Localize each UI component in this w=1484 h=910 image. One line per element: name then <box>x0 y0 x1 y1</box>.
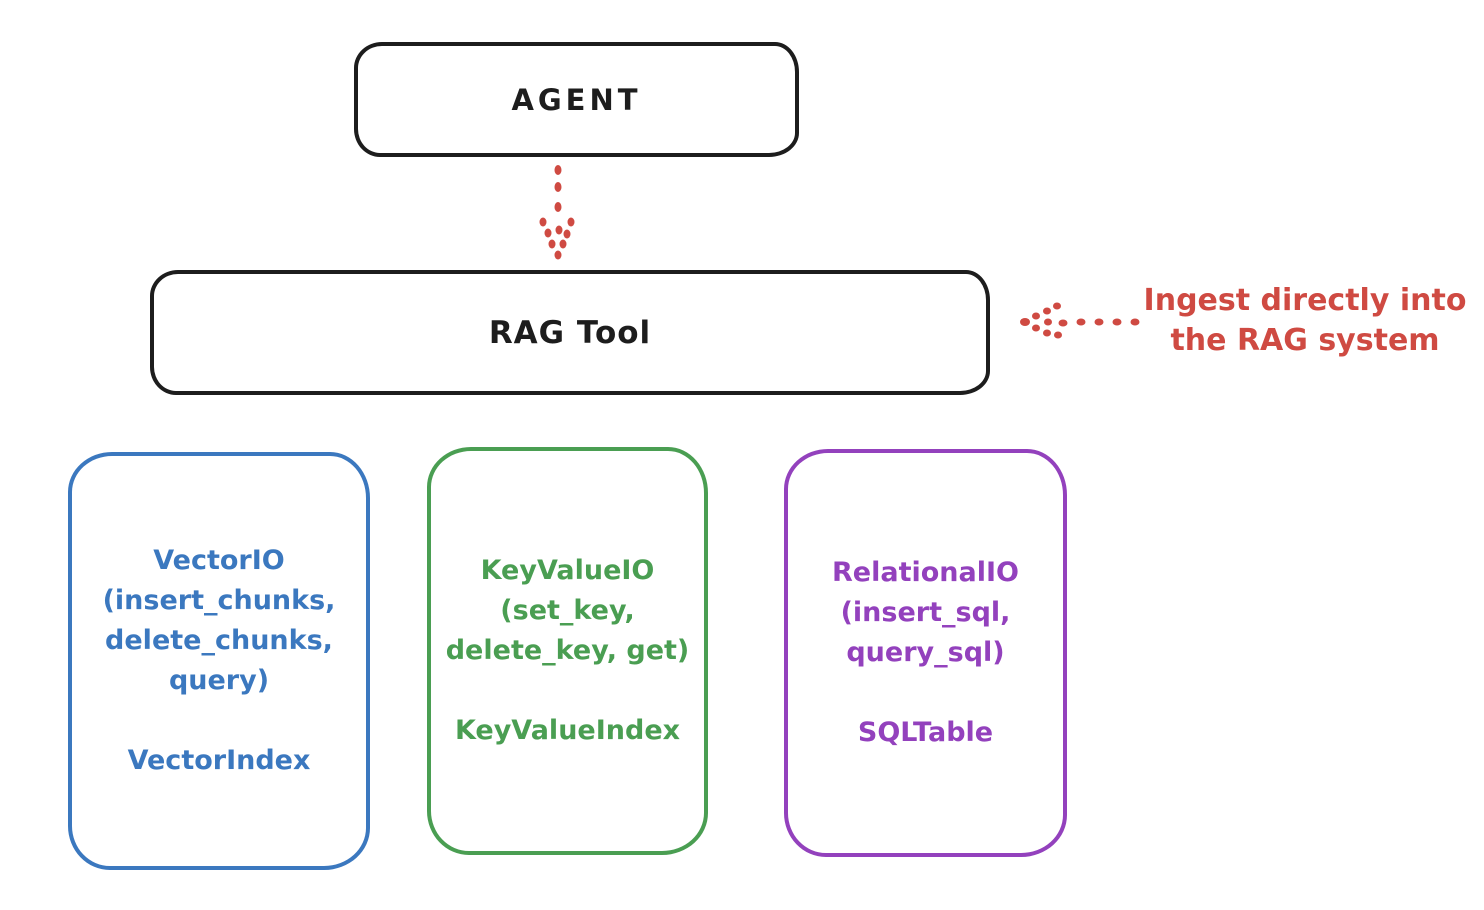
agent-box: AGENT <box>354 42 799 157</box>
ingest-annotation: Ingest directly into the RAG system <box>1135 281 1475 361</box>
vector-io-box: VectorIO (insert_chunks, delete_chunks, … <box>68 452 370 870</box>
keyvalue-index-label: KeyValueIndex <box>454 715 681 746</box>
keyvalue-io-title: KeyValueIO <box>480 555 655 586</box>
relational-io-box: RelationalIO (insert_sql, query_sql) SQL… <box>784 449 1067 857</box>
keyvalue-io-methods-line-2: delete_key, get) <box>445 635 690 666</box>
vector-io-methods-line-3: query) <box>168 665 270 696</box>
rag-tool-label: RAG Tool <box>488 314 652 351</box>
agent-label: AGENT <box>511 82 642 117</box>
ingest-annotation-line-1: Ingest directly into <box>1143 283 1467 318</box>
relational-io-methods-line-2: query_sql) <box>846 637 1005 668</box>
vector-index-label: VectorIndex <box>127 745 311 776</box>
relational-io-methods-line-1: (insert_sql, <box>840 597 1011 628</box>
vector-io-title: VectorIO <box>153 545 285 576</box>
vector-io-methods-line-1: (insert_chunks, <box>102 585 336 616</box>
keyvalue-io-box: KeyValueIO (set_key, delete_key, get) Ke… <box>427 447 708 855</box>
dotted-arrow-left-annotation-to-ragtool <box>1020 302 1140 339</box>
relational-io-title: RelationalIO <box>832 557 1019 588</box>
rag-tool-box: RAG Tool <box>150 270 990 395</box>
vector-io-methods-line-2: delete_chunks, <box>105 625 333 656</box>
sqltable-label: SQLTable <box>857 717 994 748</box>
keyvalue-io-methods-line-1: (set_key, <box>500 595 635 626</box>
ingest-annotation-line-2: the RAG system <box>1170 323 1440 358</box>
dotted-arrow-down-agent-to-ragtool <box>539 165 575 260</box>
